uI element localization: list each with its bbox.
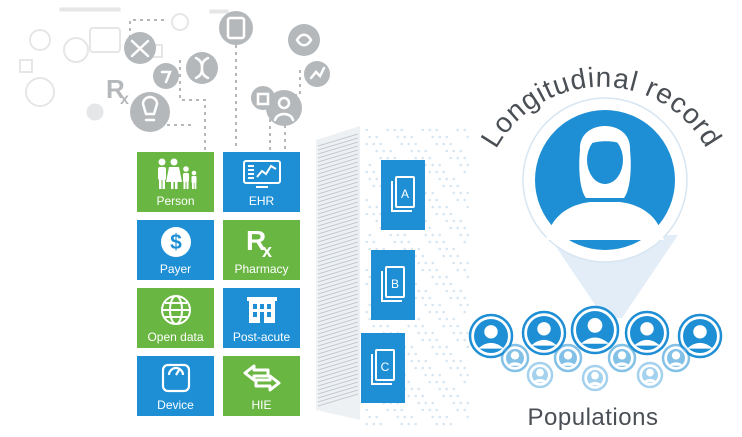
chart-icon (309, 66, 326, 80)
population-avatar (677, 313, 723, 359)
tile-open-data: Open data (137, 288, 214, 348)
longitudinal-title-text: Longitudinal record (475, 62, 728, 153)
rx-icon: R (106, 74, 125, 104)
tile-label: Person (156, 194, 195, 208)
tile-label: Pharmacy (234, 262, 289, 276)
tile-label: Open data (147, 330, 204, 344)
document-letter: B (391, 277, 399, 291)
tile-hie: HIE (223, 356, 300, 416)
dna-icon (194, 56, 210, 80)
dollar-icon: $ (137, 225, 214, 259)
population-avatar (526, 361, 554, 389)
building-side-panel (316, 126, 360, 420)
population-avatar (607, 343, 637, 373)
wrench-icon (130, 39, 150, 58)
tile-pharmacy: R x Pharmacy (223, 220, 300, 280)
trophy-icon (160, 70, 172, 84)
family-icon (137, 157, 214, 191)
medical-book-icon (226, 16, 246, 40)
svg-text:R: R (246, 225, 266, 256)
globe-icon (137, 293, 214, 327)
longitudinal-halo (522, 97, 688, 318)
population-avatar (468, 313, 514, 359)
document-b: B (371, 250, 415, 320)
hands-heart-icon (295, 33, 313, 47)
svg-text:$: $ (170, 231, 182, 254)
document-icon: B (381, 266, 405, 302)
document-c: C (361, 333, 405, 403)
population-avatar (636, 361, 664, 389)
tile-label: HIE (251, 398, 272, 412)
inhaler-icon (256, 92, 270, 106)
document-icon: C (371, 349, 395, 385)
doctor-icon (277, 96, 291, 110)
tile-label: Payer (159, 262, 192, 276)
document-letter: A (401, 187, 409, 201)
population-avatar (500, 343, 530, 373)
svg-text:x: x (120, 91, 129, 108)
tile-label: EHR (248, 194, 275, 208)
svg-text:Longitudinal record: Longitudinal record (475, 62, 729, 153)
svg-text:x: x (262, 241, 272, 259)
tile-payer: $ Payer (137, 220, 214, 280)
scale-icon (137, 361, 214, 395)
tile-ehr: EHR (223, 152, 300, 212)
population-avatar (661, 343, 691, 373)
rx-icon: R x (223, 225, 300, 259)
exchange-arrows-icon (223, 361, 300, 395)
population-avatar (570, 305, 620, 355)
document-a: A (381, 160, 425, 230)
population-avatar (581, 364, 609, 392)
population-avatar (624, 310, 670, 356)
tile-label: Post-acute (232, 330, 291, 344)
population-avatar (521, 310, 567, 356)
document-icon: A (391, 176, 415, 212)
building-icon (223, 293, 300, 327)
tile-device: Device (137, 356, 214, 416)
top-icon-glyphs (130, 16, 326, 122)
population-avatar (553, 343, 583, 373)
tile-person: Person (137, 152, 214, 212)
populations-label: Populations (527, 404, 659, 431)
people-group-icon (468, 305, 723, 392)
tile-label: Device (157, 398, 194, 412)
ehr-monitor-icon (223, 157, 300, 191)
document-letter: C (381, 360, 390, 374)
lightbulb-icon (141, 95, 159, 122)
tile-post-acute: Post-acute (223, 288, 300, 348)
